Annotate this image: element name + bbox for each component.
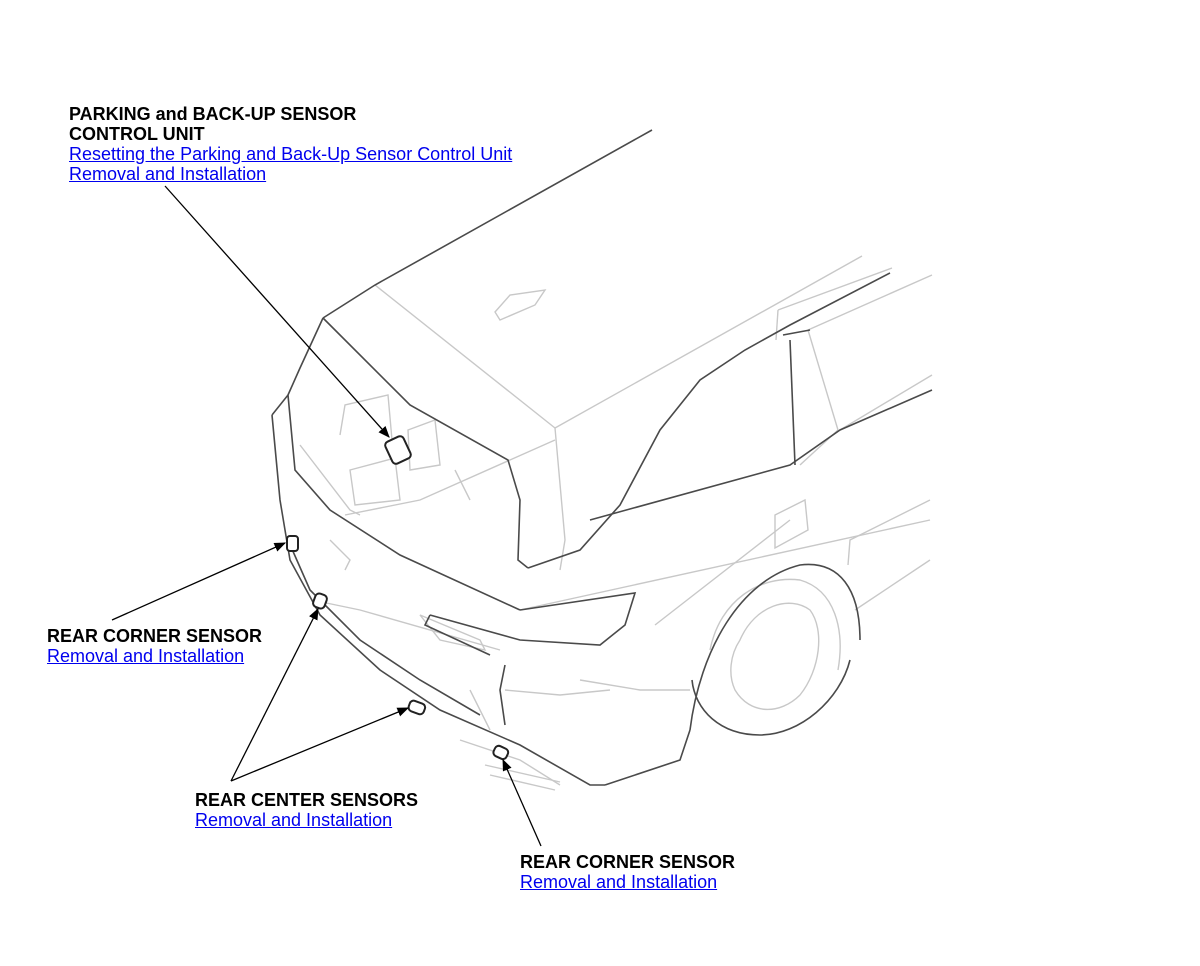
vehicle-outline [271, 129, 933, 786]
rear-corner-sensor-right-removal-link[interactable]: Removal and Installation [520, 872, 718, 892]
reset-control-unit-link[interactable]: Resetting the Parking and Back-Up Sensor… [69, 144, 513, 164]
callout-control-unit: PARKING and BACK-UP SENSOR CONTROL UNIT … [69, 104, 512, 184]
callout-rear-corner-sensor-right: REAR CORNER SENSOR Removal and Installat… [520, 852, 735, 892]
rear-center-sensors-removal-link[interactable]: Removal and Installation [195, 810, 393, 830]
rear-corner-sensor-left-removal-link[interactable]: Removal and Installation [47, 646, 245, 666]
leader-rear-corner-left [111, 542, 287, 621]
leader-rear-center-1 [230, 607, 319, 782]
control-unit-box-icon [384, 435, 412, 465]
control-unit-title-line2: CONTROL UNIT [69, 124, 205, 144]
sensor-markers [286, 435, 510, 761]
rear-corner-sensor-right-icon [492, 744, 510, 761]
rear-corner-sensor-left-title: REAR CORNER SENSOR [47, 626, 263, 646]
leader-lines [111, 185, 542, 847]
leader-rear-center-2 [230, 707, 410, 782]
control-unit-title-line1: PARKING and BACK-UP SENSOR [69, 104, 357, 124]
vehicle-detail-lines [299, 255, 933, 791]
rear-center-sensors-title: REAR CENTER SENSORS [195, 790, 419, 810]
callout-rear-corner-sensor-left: REAR CORNER SENSOR Removal and Installat… [47, 626, 262, 666]
callout-rear-center-sensors: REAR CENTER SENSORS Removal and Installa… [195, 790, 418, 830]
rear-corner-sensor-left-icon [286, 535, 299, 552]
control-unit-removal-link[interactable]: Removal and Installation [69, 164, 267, 184]
leader-rear-corner-right [502, 758, 542, 847]
leader-control-unit [164, 185, 390, 438]
rear-corner-sensor-right-title: REAR CORNER SENSOR [520, 852, 736, 872]
rear-center-sensor-2-icon [407, 699, 427, 716]
rear-center-sensor-1-icon [312, 592, 328, 610]
